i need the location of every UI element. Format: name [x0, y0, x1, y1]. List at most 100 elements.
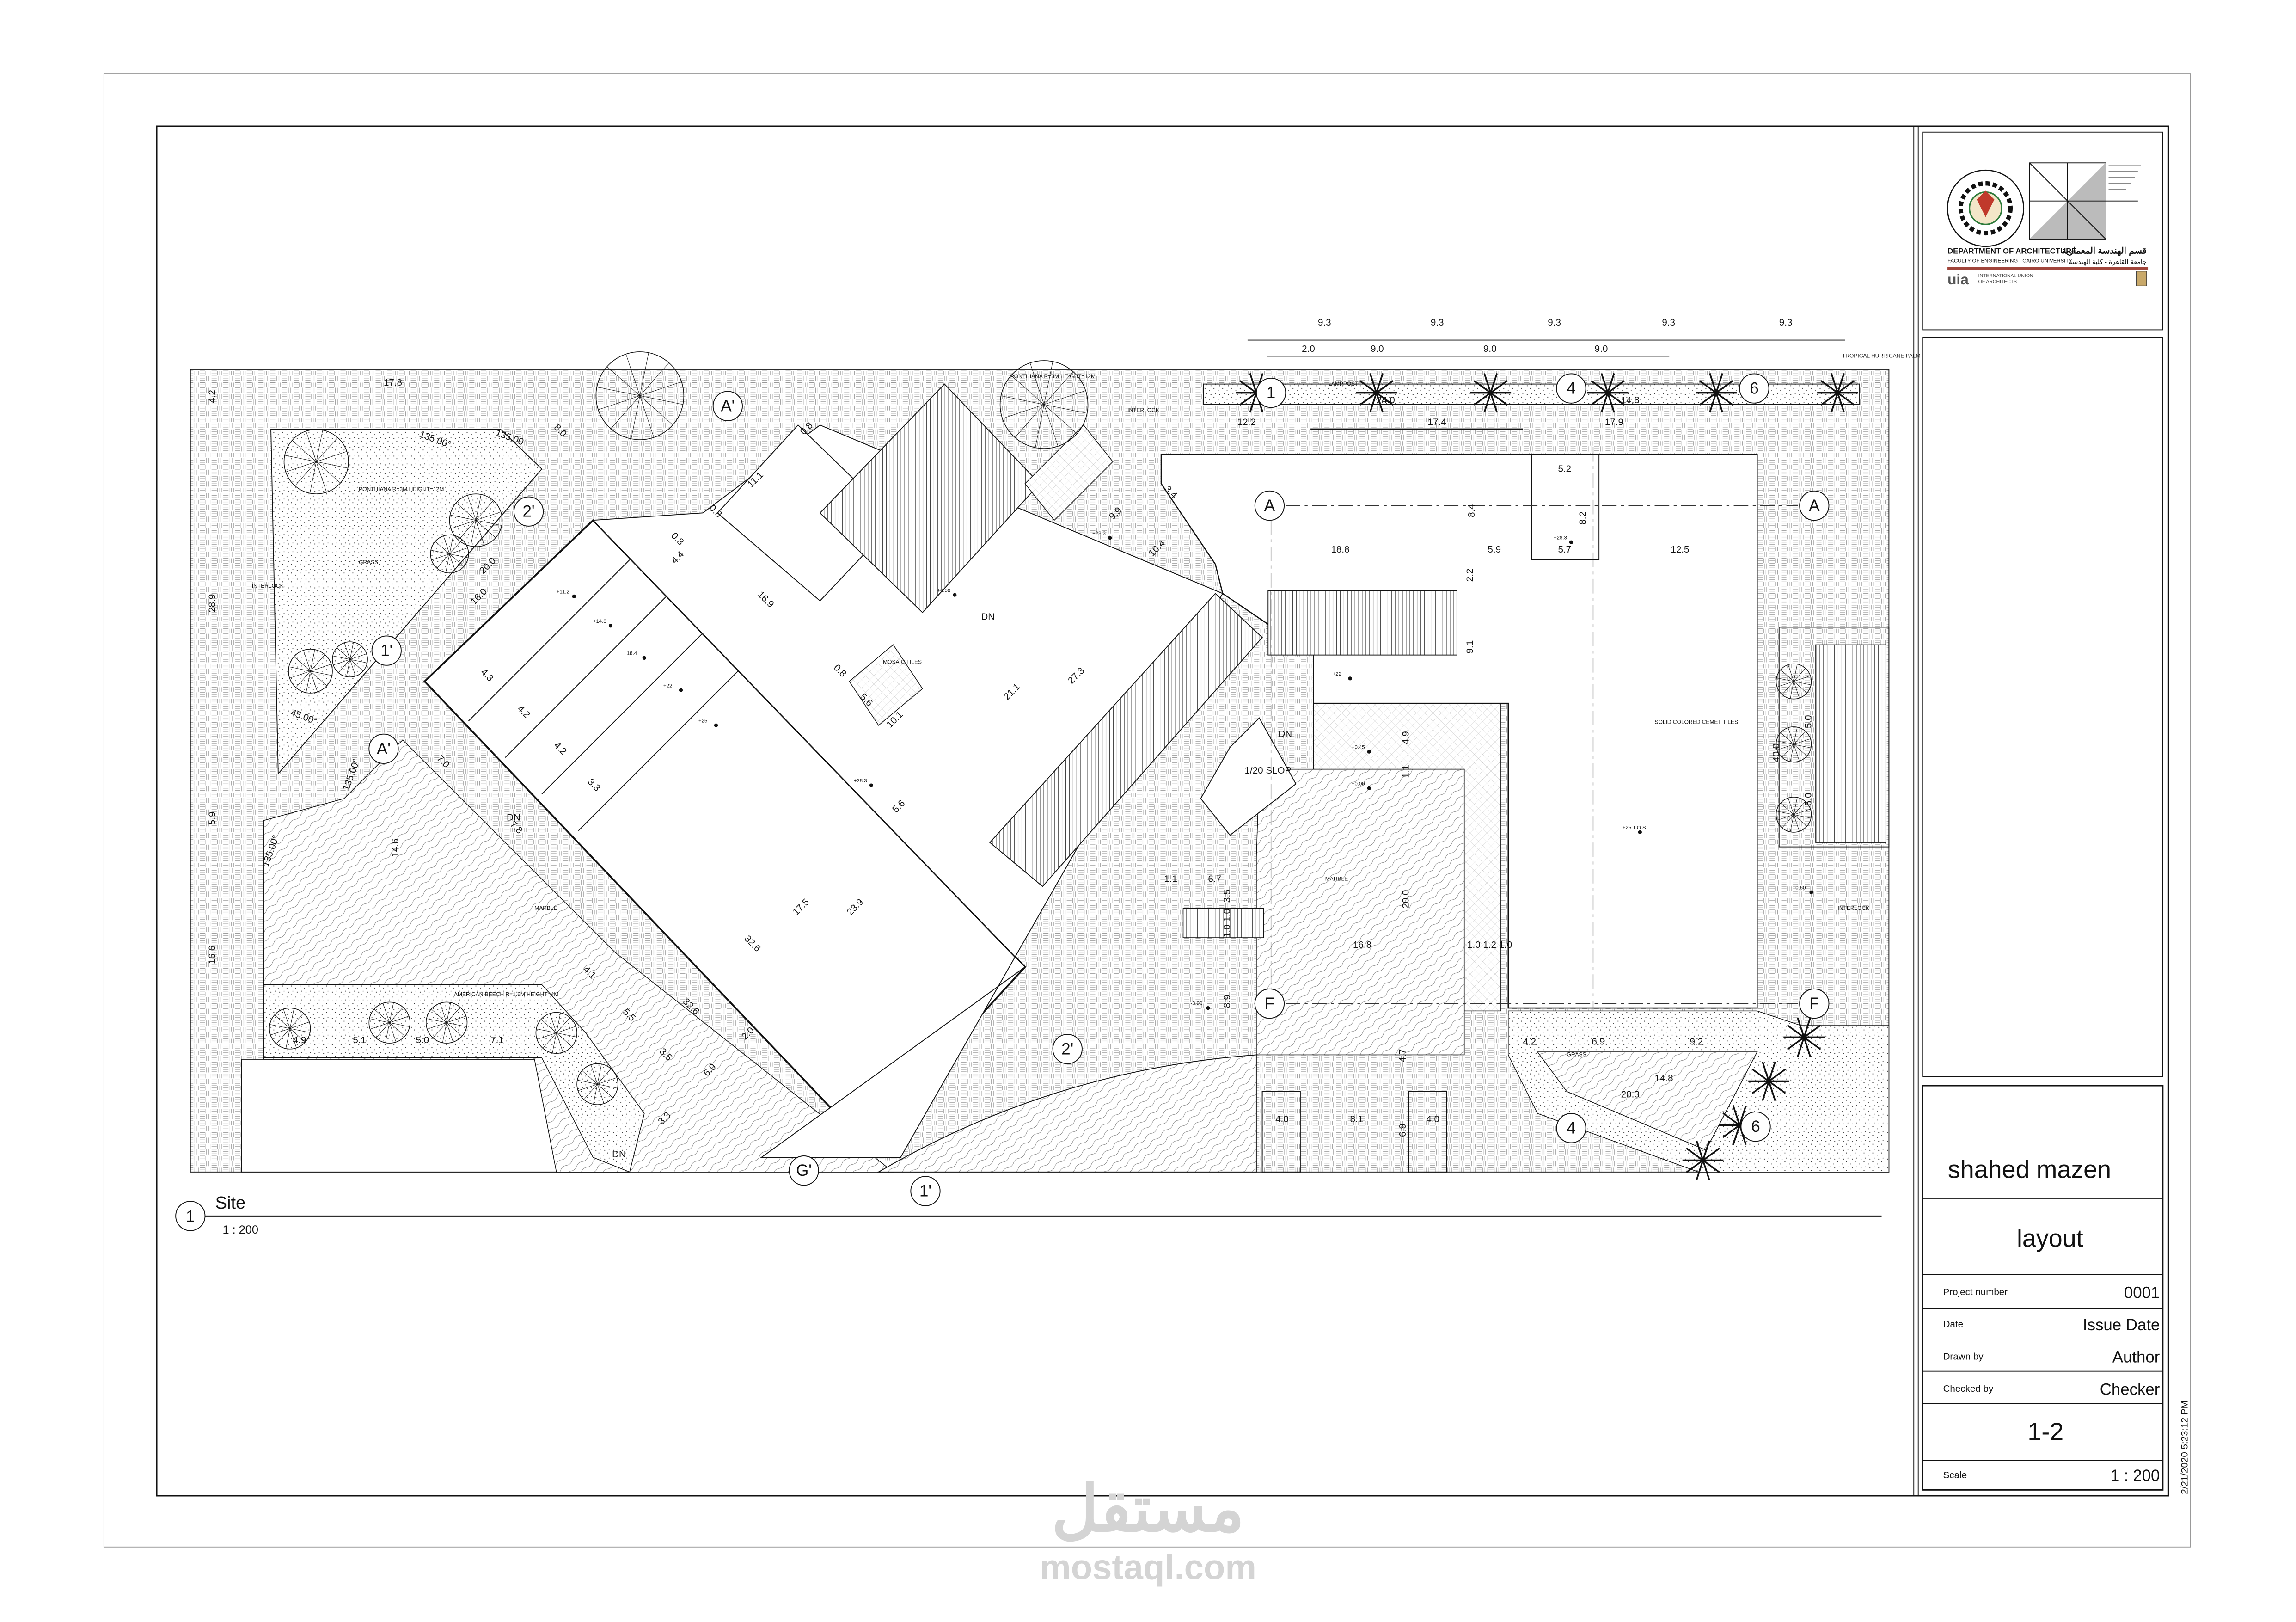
marble-court [1256, 768, 1465, 1056]
grid-bubble-label: 1 [1267, 384, 1275, 402]
palm-tree-icon [1696, 373, 1737, 413]
grid-bubble-label: 4 [1567, 1119, 1575, 1137]
dimension-label: 12.5 [1671, 544, 1689, 555]
view-title: 1 Site 1 : 200 [175, 1193, 1882, 1236]
dimension-label: 5.9 [207, 811, 218, 825]
dimension-label: 2.0 [1302, 344, 1315, 354]
grid-bubble: F [1799, 988, 1830, 1019]
level-value: +0.45 [1352, 744, 1365, 750]
annotation-label: DN [981, 612, 995, 622]
dimension-label: 9.3 [1662, 317, 1675, 328]
faculty-crest-icon [2136, 271, 2147, 287]
grid-bubble: 1' [910, 1176, 941, 1206]
level-marker: 18.4 [627, 651, 646, 660]
grid-bubble-label: A [1809, 497, 1820, 515]
grass-lawn [270, 429, 543, 775]
level-value: +22 [663, 683, 672, 688]
dimension-label: 3.5 [1222, 889, 1232, 903]
grid-bubble-label: 6 [1750, 380, 1758, 398]
level-value: -3.00 [1190, 1001, 1202, 1007]
dimension-label: 6.9 [1397, 1124, 1408, 1137]
dimension-label: 40.0 [1771, 743, 1782, 762]
grid-bubble-label: A [1264, 497, 1275, 515]
level-value: +0.00 [937, 588, 950, 593]
material-note: TROPICAL HURRICANE PALM [1842, 353, 1921, 359]
uia-text: OF ARCHITECTS [1978, 279, 2017, 284]
material-note: INTERLOCK [1127, 407, 1159, 413]
revision-box [1922, 337, 2163, 1077]
dimension-label: 1.0 1.2 1.0 [1467, 940, 1512, 950]
dimension-label: 5.2 [1558, 464, 1571, 474]
material-note: PONTHIANA R=3M HEIGHT=12M [359, 486, 444, 492]
dimension-label: 4.9 [1400, 731, 1411, 744]
material-note: MARBLE [534, 905, 557, 911]
palm-tree-icon [1470, 373, 1512, 413]
grid-bubble: G' [789, 1155, 819, 1186]
level-value: +22 [1333, 671, 1341, 677]
grid-bubble: A' [712, 391, 743, 421]
checked-by-label: Checked by [1943, 1383, 1994, 1394]
palm-tree-icon [1682, 1140, 1724, 1180]
view-name: Site [215, 1193, 245, 1213]
dimension-label: 2.2 [1465, 569, 1476, 582]
grid-bubble: 4 [1556, 1113, 1586, 1143]
material-note: INTERLOCK [252, 583, 284, 589]
dimension-label: 9.1 [1465, 640, 1476, 654]
level-marker: +25 [698, 718, 718, 727]
grid-bubble-label: 1' [380, 642, 392, 660]
annotation-label: 1/20 SLOP [1245, 765, 1292, 776]
tree-icon [999, 360, 1089, 449]
level-value: +14.8 [593, 619, 606, 624]
dimension-label: 14.6 [390, 839, 401, 857]
date-label: Date [1943, 1319, 1963, 1330]
level-value: 18.4 [627, 651, 637, 657]
author-name: shahed mazen [1948, 1156, 2111, 1184]
mosaic-tiles [849, 644, 923, 726]
dimension-label: 6.7 [1208, 874, 1221, 885]
institution-logo: DEPARTMENT OF ARCHITECTURE قسم الهندسة ا… [1922, 131, 2163, 331]
level-marker: +0.00 [937, 588, 957, 597]
dimension-label: 5.1 [353, 1035, 366, 1045]
tree-icon [288, 649, 333, 694]
dimension-label: 12.2 [1237, 417, 1256, 427]
level-marker: -3.00 [1190, 1001, 1210, 1010]
grand-stair [1267, 590, 1457, 656]
level-value: +0.00 [1352, 781, 1365, 787]
grid-bubble: 6 [1740, 1112, 1771, 1142]
grid-bubble: A' [368, 733, 399, 764]
dimension-label: 1.1 [1400, 765, 1411, 778]
material-note: MOSAIC TILES [883, 659, 922, 665]
level-marker: +28.3 [854, 778, 873, 787]
grid-bubble-label: 2' [1061, 1040, 1073, 1058]
level-value: +28.3 [1092, 531, 1106, 536]
dimension-label: 14.8 [1621, 395, 1640, 406]
grid-bubble: 6 [1739, 373, 1769, 404]
date-value: Issue Date [2083, 1316, 2160, 1334]
grid-bubble: 2' [1052, 1034, 1083, 1064]
dimension-label: 28.9 [207, 594, 218, 613]
annotation-label: DN [612, 1149, 626, 1160]
dimension-label: 14.8 [1655, 1073, 1673, 1083]
drawing-frame [156, 125, 2169, 1497]
dimension-label: 9.3 [1431, 317, 1444, 328]
grid-bubble-label: F [1265, 995, 1274, 1013]
watermark-arabic: مستقل [1052, 1473, 1244, 1545]
grid-lines [1270, 447, 1798, 1011]
annotation-label: DN [507, 812, 520, 823]
project-number-value: 0001 [2124, 1284, 2160, 1302]
grid-bubble-label: G' [796, 1161, 812, 1180]
dimension-label: 9.0 [1595, 344, 1608, 354]
dimension-label: 4.2 [1523, 1036, 1536, 1047]
grid-bubble: 4 [1556, 373, 1586, 404]
side-terrace [1778, 627, 1890, 848]
tree-icon [430, 535, 469, 574]
dimension-label: 20.0 [1400, 890, 1411, 909]
dimension-label: 9.0 [1371, 344, 1384, 354]
dimension-label: 5.0 [416, 1035, 429, 1045]
dimension-label: 5.9 [1488, 544, 1501, 555]
accent-bar [1947, 267, 2149, 270]
dimension-label: 7.1 [490, 1035, 504, 1045]
watermark-latin: mostaql.com [1040, 1548, 1256, 1587]
grid-bubble-label: A' [377, 740, 391, 758]
